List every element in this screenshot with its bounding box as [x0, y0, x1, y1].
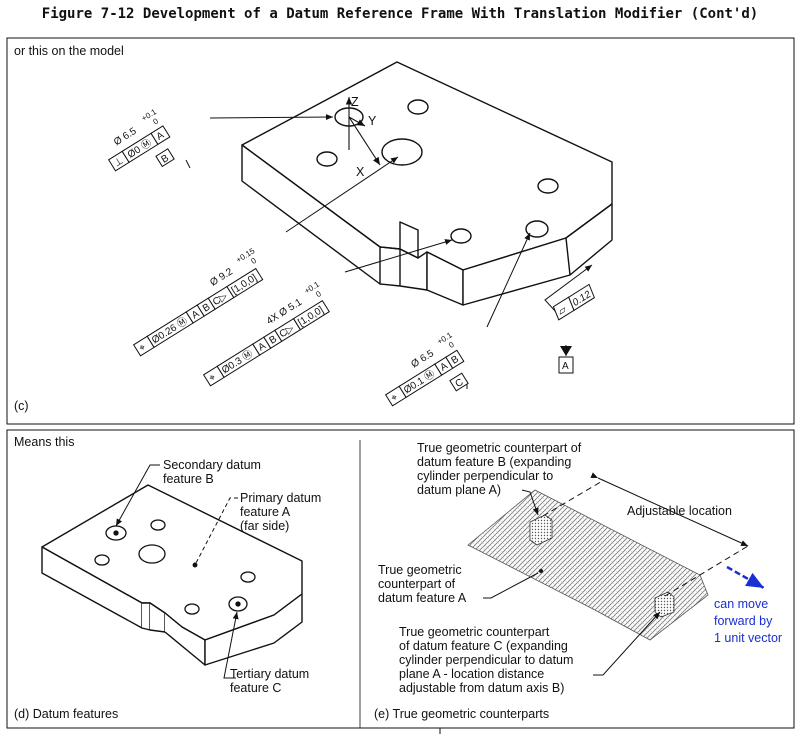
counterpart-b-3: cylinder perpendicular to	[417, 469, 553, 483]
counterpart-a-1: True geometric	[378, 563, 462, 577]
axis-z-label: Z	[351, 95, 359, 109]
counterpart-b-4: datum plane A)	[417, 483, 501, 497]
svg-text:C: C	[453, 377, 465, 390]
fcf-right: Ø 6.5 +0.1 0 ⌖ Ø0.1 Ⓜ A B C	[384, 330, 469, 407]
secondary-label-2: feature B	[163, 472, 214, 486]
fcf-top: Ø 6.5 +0.1 0 ⊥ Ø0 Ⓜ A B	[107, 107, 175, 172]
counterpart-leaders	[483, 472, 749, 676]
svg-text:⌖: ⌖	[137, 342, 148, 355]
counterpart-plane	[467, 489, 709, 641]
svg-text:0: 0	[151, 116, 160, 126]
axis-lines	[345, 97, 381, 166]
counterpart-c-1: True geometric counterpart	[399, 625, 550, 639]
note-line-2: forward by	[714, 614, 773, 628]
counterpart-c-2: of datum feature C (expanding	[399, 639, 568, 653]
figure-title: Figure 7-12 Development of a Datum Refer…	[41, 6, 759, 22]
primary-label-3: (far side)	[240, 519, 289, 533]
secondary-label-1: Secondary datum	[163, 458, 261, 472]
primary-label-1: Primary datum	[240, 491, 321, 505]
svg-text:0: 0	[314, 289, 323, 299]
counterpart-cylinders	[529, 514, 675, 618]
svg-text:⌖: ⌖	[207, 372, 218, 385]
counterpart-c-4: plane A - location distance	[399, 667, 544, 681]
svg-text:A: A	[256, 340, 268, 353]
svg-text:⌖: ⌖	[389, 392, 400, 405]
counterpart-b-1: True geometric counterpart of	[417, 441, 582, 455]
adjustable-label: Adjustable location	[627, 504, 732, 518]
svg-text:A: A	[190, 308, 202, 321]
svg-text:B: B	[449, 354, 461, 367]
counterpart-a-2: counterpart of	[378, 577, 456, 591]
svg-text:▱: ▱	[557, 304, 568, 318]
translation-arrow	[726, 565, 765, 590]
tertiary-label-2: feature C	[230, 681, 281, 695]
note-line-1: can move	[714, 597, 768, 611]
svg-text:0: 0	[249, 256, 258, 266]
leader-lines	[185, 114, 593, 389]
datum-leaders	[115, 464, 239, 679]
model-holes	[316, 99, 559, 244]
counterpart-a-3: datum feature A	[378, 591, 467, 605]
panel-e-label: (e) True geometric counterparts	[374, 707, 549, 721]
counterpart-c-5: adjustable from datum axis B)	[399, 681, 564, 695]
model-plate	[241, 61, 613, 306]
panel-c-label: (c)	[14, 399, 29, 413]
panel-c-header: or this on the model	[14, 44, 124, 58]
tertiary-label-1: Tertiary datum	[230, 667, 309, 681]
panel-d-header: Means this	[14, 435, 74, 449]
svg-text:0: 0	[447, 340, 456, 350]
fcf-mid: Ø 9.2 +0.15 0 ⌖ Ø0.26 Ⓜ A B C▷ [1,0,0]	[132, 246, 264, 357]
svg-text:B: B	[201, 301, 213, 314]
svg-text:B: B	[160, 153, 172, 166]
datum-plate-holes	[94, 519, 256, 615]
counterpart-c-3: cylinder perpendicular to datum	[399, 653, 573, 667]
panel-borders	[6, 37, 795, 734]
svg-text:A: A	[155, 130, 167, 143]
axis-x-label: X	[356, 165, 365, 179]
datum-a-box: A	[558, 346, 574, 374]
svg-text:A: A	[438, 360, 450, 373]
primary-label-2: feature A	[240, 505, 291, 519]
axis-y-label: Y	[368, 114, 377, 128]
note-line-3: 1 unit vector	[714, 631, 782, 645]
svg-text:B: B	[267, 334, 279, 347]
counterpart-b-2: datum feature B (expanding	[417, 455, 571, 469]
svg-text:A: A	[562, 361, 569, 372]
panel-d-label: (d) Datum features	[14, 707, 118, 721]
